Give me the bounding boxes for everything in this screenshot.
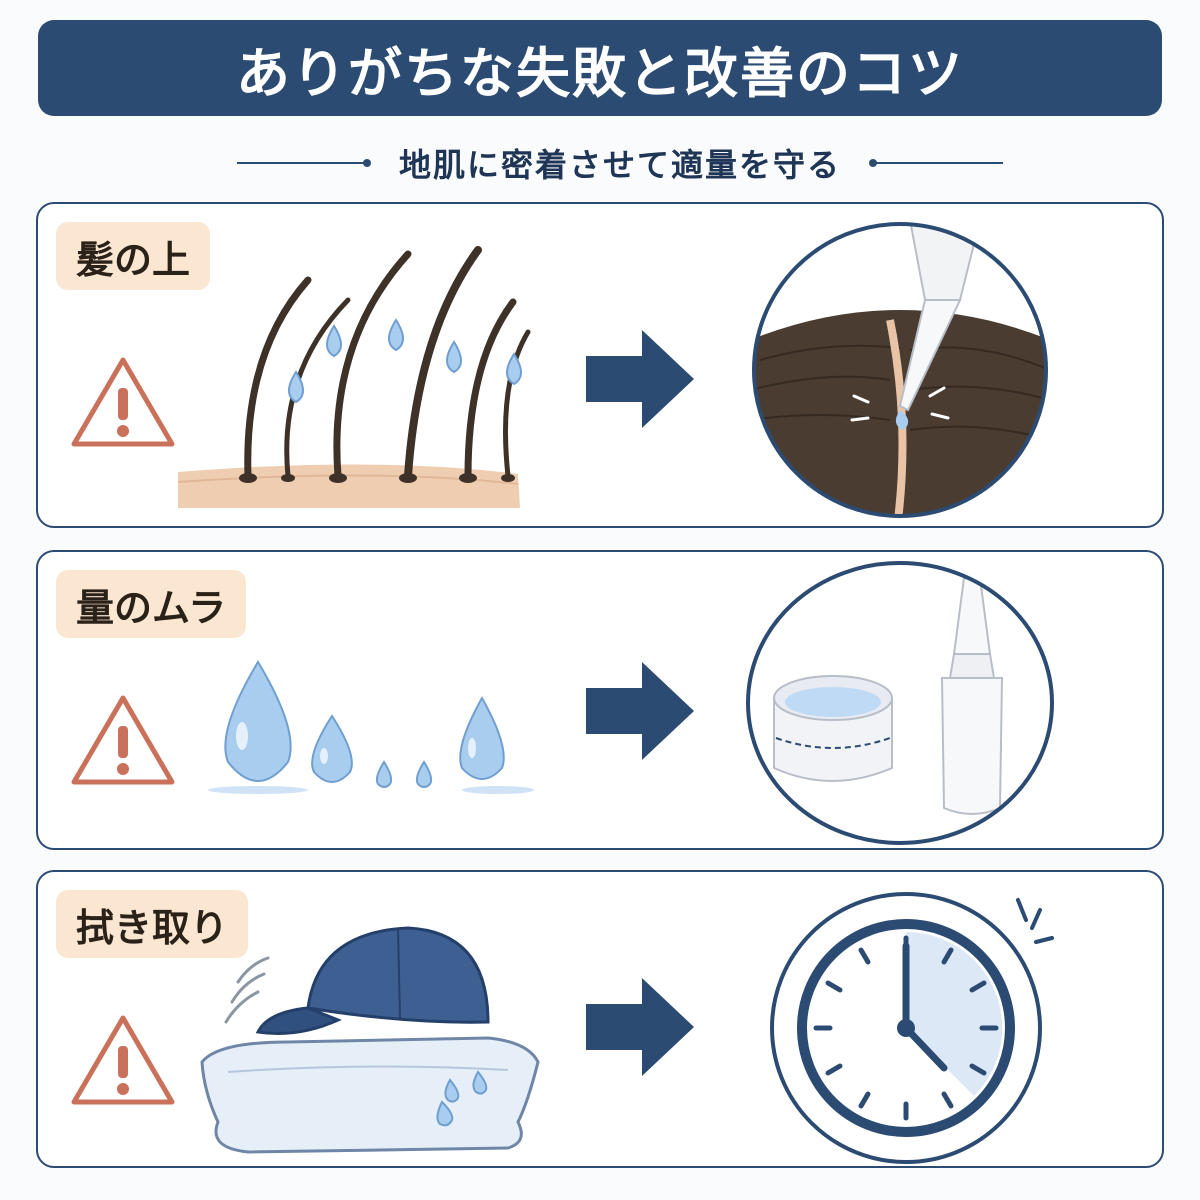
page-title: ありがちな失敗と改善のコツ: [236, 41, 964, 105]
subtitle-divider-right: [869, 159, 1003, 167]
tip-tag: 量のムラ: [56, 570, 247, 638]
arrow-right-icon: [586, 662, 694, 760]
clock-illustration: [770, 892, 1054, 1164]
tip-tag: 髪の上: [56, 222, 211, 290]
measuring-cup-and-bottle-illustration: [746, 561, 1054, 845]
tip-card-uneven-amount: 量のムラ: [36, 550, 1164, 850]
hair-strands-with-drops-illustration: [178, 246, 531, 508]
warning-triangle-icon: [71, 695, 175, 785]
cap-on-wet-pillow-illustration: [200, 926, 540, 1154]
arrow-right-icon: [586, 330, 694, 428]
tip-tag: 拭き取り: [56, 890, 249, 958]
page-subtitle: 地肌に密着させて適量を守る: [398, 146, 841, 184]
arrow-right-icon: [586, 978, 694, 1076]
tip-card-on-hair: 髪の上: [36, 202, 1164, 528]
uneven-drops-illustration: [208, 660, 534, 794]
title-banner: ありがちな失敗と改善のコツ: [38, 20, 1162, 116]
subtitle-divider-left: [236, 159, 371, 167]
tip-card-wipe-off: 拭き取り: [36, 870, 1164, 1168]
subtitle-row: 地肌に密着させて適量を守る: [170, 138, 1070, 188]
scalp-application-illustration: [752, 222, 1048, 518]
warning-triangle-icon: [71, 357, 175, 447]
warning-triangle-icon: [71, 1015, 175, 1105]
